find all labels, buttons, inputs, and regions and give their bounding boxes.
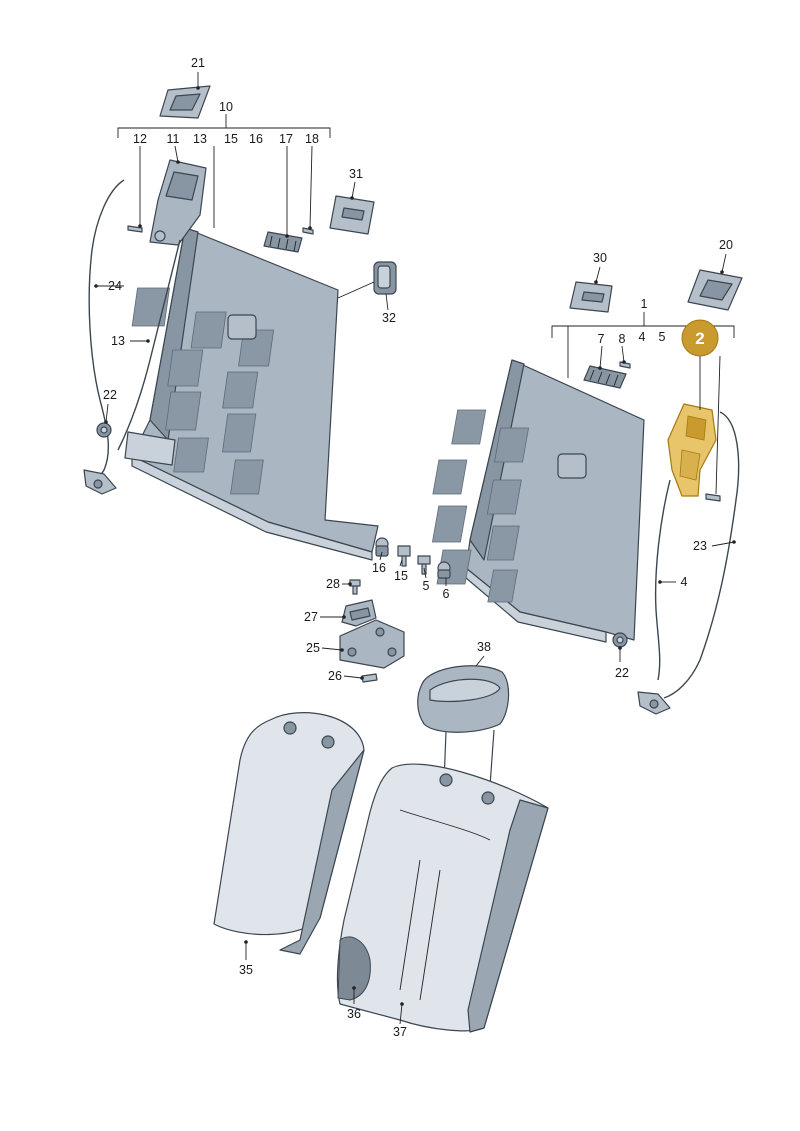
callout-13-left: 13 [111, 334, 125, 348]
part-4-cable [654, 479, 671, 681]
part-7-release-strip [583, 365, 627, 389]
part-38-headrest [417, 665, 510, 787]
callout-21: 21 [191, 56, 205, 70]
callout-4-top: 4 [639, 330, 646, 344]
leader-lines [94, 72, 736, 1025]
callout-24: 24 [108, 279, 122, 293]
callout-12: 12 [133, 132, 147, 146]
part-37-backrest-cushion [336, 763, 549, 1033]
part-2-lock-mechanism-highlighted [667, 403, 717, 497]
callout-20: 20 [719, 238, 733, 252]
callout-4-right: 4 [681, 575, 688, 589]
callout-15-top: 15 [224, 132, 238, 146]
left-frame-bracket [124, 431, 176, 466]
callout-16-top: 16 [249, 132, 263, 146]
part-13-cable [117, 239, 181, 451]
callout-15-bottom: 15 [394, 569, 408, 583]
part-21-trim-cover [159, 85, 211, 119]
right-frame-latch-window [557, 453, 587, 479]
callout-31: 31 [349, 167, 363, 181]
part-23-cable-end [637, 691, 671, 715]
left-frame-latch-window [227, 314, 257, 340]
callout-18: 18 [305, 132, 319, 146]
part-25-hinge-plate [339, 619, 405, 669]
part-11-lock-mechanism [149, 159, 207, 246]
part-26-bolt [361, 673, 378, 683]
part-17-release-strip [263, 231, 303, 253]
callout-22-right: 22 [615, 666, 629, 680]
callout-8: 8 [619, 332, 626, 346]
part-16-bushing-left [375, 537, 389, 557]
callout-10: 10 [219, 100, 233, 114]
part-12-screw [127, 225, 143, 233]
right-frame-grid [431, 409, 530, 603]
part-8-screw [619, 361, 631, 369]
part-35-side-cushion [213, 712, 365, 955]
callout-37: 37 [393, 1025, 407, 1039]
callout-7: 7 [598, 332, 605, 346]
callout-38: 38 [477, 640, 491, 654]
part-22-bumper-left [96, 422, 112, 438]
callout-22-left: 22 [103, 388, 117, 402]
callout-2: 2 [695, 329, 704, 348]
part-5-bolt [417, 555, 431, 575]
callout-32: 32 [382, 311, 396, 325]
part-6-bushing [437, 561, 451, 579]
callout-27: 27 [304, 610, 318, 624]
callout-labels: 21 10 12 11 13 15 16 17 18 31 24 13 32 2… [103, 56, 733, 1039]
callout-5-bottom: 5 [423, 579, 430, 593]
part-23-cable [663, 411, 740, 699]
callout-36: 36 [347, 1007, 361, 1021]
callout-23: 23 [693, 539, 707, 553]
part-4-screw [705, 493, 721, 502]
part-15-bolt-left [397, 545, 411, 567]
left-backrest-frame [124, 227, 379, 561]
callout-13-top: 13 [193, 132, 207, 146]
callout-17: 17 [279, 132, 293, 146]
callout-2-badge [681, 319, 719, 357]
callout-1: 1 [641, 297, 648, 311]
callout-35: 35 [239, 963, 253, 977]
callout-11: 11 [167, 132, 180, 146]
part-20-trim-cover [687, 269, 743, 311]
callout-26: 26 [328, 669, 342, 683]
part-32-button [373, 261, 397, 295]
right-backrest-frame [431, 359, 645, 643]
part-22-bumper-right [612, 632, 628, 648]
callout-5-top: 5 [659, 330, 666, 344]
part-30-panel [569, 281, 613, 313]
callout-6: 6 [443, 587, 450, 601]
part-27-bracket [341, 599, 377, 627]
part-24-cable-end [83, 469, 117, 495]
callout-16-bottom: 16 [372, 561, 386, 575]
callout-30: 30 [593, 251, 607, 265]
callout-28: 28 [326, 577, 340, 591]
part-28-bolt [349, 579, 361, 595]
callout-25: 25 [306, 641, 320, 655]
part-31-panel [329, 195, 375, 235]
